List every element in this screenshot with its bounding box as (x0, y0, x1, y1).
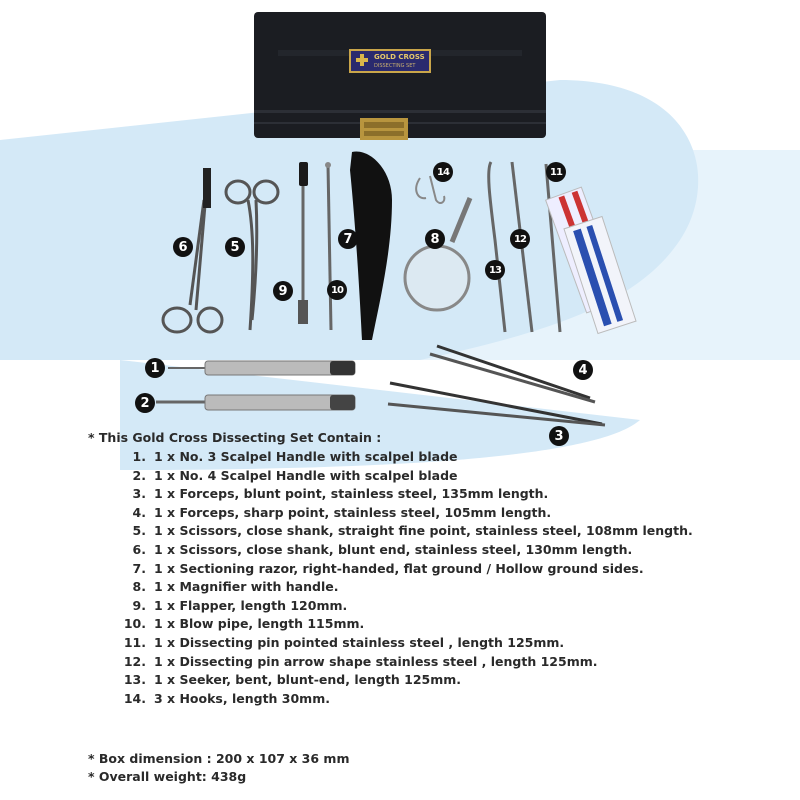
instruments-illustration (156, 151, 637, 427)
box-dimension: * Box dimension : 200 x 107 x 36 mm (88, 751, 350, 766)
list-item: 12.1 x Dissecting pin arrow shape stainl… (123, 653, 598, 669)
callout-badge-7: 7 (338, 229, 358, 249)
list-item: 9.1 x Flapper, length 120mm. (132, 597, 348, 613)
scissors-fine (224, 179, 280, 331)
callout-badge-9: 9 (273, 281, 293, 301)
list-item: 6.1 x Scissors, close shank, blunt end, … (132, 541, 633, 557)
callout-badge-13: 13 (485, 260, 505, 280)
scalpel-blade-packets (544, 186, 637, 335)
callout-badge-10: 10 (327, 280, 347, 300)
footer-specs: * Box dimension : 200 x 107 x 36 mm * Ov… (88, 750, 349, 786)
box-label-sub: DISSECTING SET (374, 63, 416, 69)
contents-heading: * This Gold Cross Dissecting Set Contain… (88, 430, 382, 445)
callout-badge-4: 4 (573, 360, 593, 380)
scissors-blunt (161, 169, 224, 334)
callout-badge-6: 6 (173, 237, 193, 257)
callout-badge-12: 12 (510, 229, 530, 249)
contents-items: 1.1 x No. 3 Scalpel Handle with scalpel … (88, 448, 693, 708)
callout-badge-8: 8 (425, 229, 445, 249)
box-label-brand: GOLD CROSS (374, 53, 425, 61)
overall-weight: * Overall weight: 438g (88, 769, 247, 784)
callout-badge-14: 14 (433, 162, 453, 182)
contents-list: * This Gold Cross Dissecting Set Contain… (88, 430, 693, 708)
callout-badge-11: 11 (546, 162, 566, 182)
list-item: 13.1 x Seeker, bent, blunt-end, length 1… (123, 672, 462, 688)
list-item: 1.1 x No. 3 Scalpel Handle with scalpel … (132, 449, 458, 464)
list-item: 11.1 x Dissecting pin pointed stainless … (123, 634, 565, 650)
list-item: 8.1 x Magnifier with handle. (132, 579, 339, 595)
list-item: 4.1 x Forceps, sharp point, stainless st… (132, 504, 552, 520)
callout-badge-2: 2 (135, 393, 155, 413)
list-item: 3.1 x Forceps, blunt point, stainless st… (132, 486, 549, 502)
dissecting-box: GOLD CROSS DISSECTING SET (250, 10, 550, 142)
list-item: 5.1 x Scissors, close shank, straight fi… (132, 523, 693, 539)
list-item: 7.1 x Sectioning razor, right-handed, fl… (132, 560, 644, 576)
callout-badge-3: 3 (549, 426, 569, 446)
callout-badge-1: 1 (145, 358, 165, 378)
list-item: 14.3 x Hooks, length 30mm. (123, 690, 330, 706)
box-illustration (254, 12, 546, 140)
callout-badge-5: 5 (225, 237, 245, 257)
list-item: 2.1 x No. 4 Scalpel Handle with scalpel … (132, 467, 458, 483)
list-item: 10.1 x Blow pipe, length 115mm. (123, 616, 365, 632)
